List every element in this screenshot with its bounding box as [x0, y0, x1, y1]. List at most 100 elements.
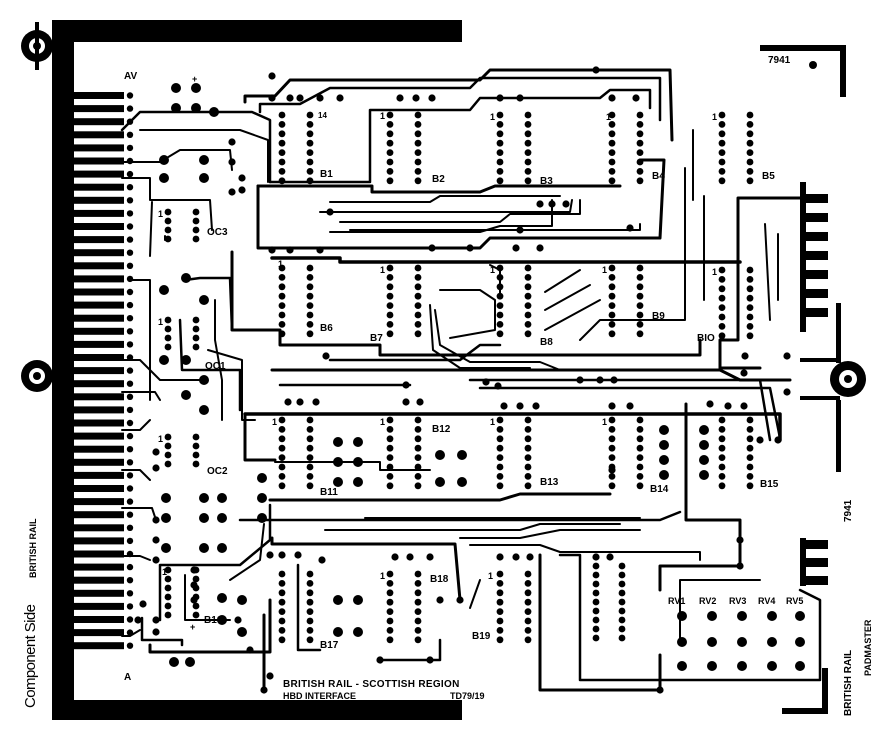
finger-pad — [126, 603, 134, 610]
pad — [548, 200, 556, 208]
edge-finger — [74, 616, 124, 623]
pad — [718, 435, 726, 443]
pad — [396, 94, 404, 102]
pad — [746, 177, 754, 185]
pad — [414, 580, 422, 587]
pad — [386, 435, 394, 443]
pad — [608, 321, 616, 328]
pad — [524, 321, 532, 328]
edge-finger — [74, 432, 124, 440]
pad — [767, 637, 777, 647]
edge-finger — [74, 458, 124, 466]
pad — [386, 598, 394, 606]
plus-mark: + — [192, 74, 198, 84]
pad — [228, 158, 236, 166]
pad — [428, 94, 436, 102]
pad — [608, 274, 616, 281]
pad — [164, 217, 172, 225]
finger-pad — [126, 367, 134, 374]
pad — [217, 513, 227, 523]
pad — [496, 454, 504, 461]
pad — [164, 451, 172, 459]
pad — [783, 388, 791, 396]
pad — [164, 226, 172, 234]
pad — [278, 598, 286, 606]
pad — [406, 553, 414, 561]
pin1-mark: 1 — [602, 265, 608, 275]
pad — [636, 274, 644, 281]
pad — [164, 593, 172, 601]
pad — [636, 435, 644, 443]
edge-label-av: AV — [124, 71, 138, 82]
edge-connector — [52, 20, 462, 720]
finger-pad — [126, 249, 134, 256]
pad — [386, 627, 394, 634]
pad — [426, 553, 434, 561]
pad — [592, 589, 600, 597]
pad — [524, 435, 532, 443]
pad — [306, 139, 314, 147]
pad — [312, 398, 320, 406]
pad — [159, 155, 169, 165]
pad — [482, 378, 490, 386]
pad — [746, 130, 754, 138]
pad — [152, 628, 160, 636]
pad — [257, 513, 267, 523]
british-rail-left: BRITISH RAIL — [28, 518, 38, 579]
pad — [164, 566, 172, 574]
pad — [536, 200, 544, 208]
pad — [169, 657, 179, 667]
pad — [636, 482, 644, 490]
edge-finger — [74, 183, 124, 191]
pad — [608, 264, 616, 272]
pad — [524, 111, 532, 119]
pad — [139, 600, 147, 608]
pad — [636, 321, 644, 328]
pad — [636, 264, 644, 272]
pad — [496, 274, 504, 281]
pad — [500, 402, 508, 410]
pad — [512, 244, 520, 252]
right-connector — [800, 182, 828, 586]
finger-pad — [126, 301, 134, 309]
pad — [524, 177, 532, 185]
pad — [217, 493, 227, 503]
pad — [266, 551, 274, 559]
pad — [306, 463, 314, 471]
finger-pad — [126, 446, 134, 453]
pad — [192, 208, 200, 216]
pad — [171, 103, 181, 113]
pad — [386, 292, 394, 300]
pin1-mark: 1 — [380, 111, 386, 121]
edge-finger — [74, 262, 124, 270]
pad — [494, 382, 502, 390]
pad — [278, 627, 286, 634]
pad — [164, 575, 172, 583]
pad — [740, 402, 748, 410]
pad — [316, 246, 324, 254]
board-title: BRITISH RAIL - SCOTTISH REGION — [283, 679, 460, 690]
pad — [466, 244, 474, 252]
label-b15: B15 — [760, 479, 779, 490]
pad — [306, 330, 314, 338]
pad — [278, 302, 286, 309]
pad — [636, 311, 644, 319]
pad — [618, 607, 626, 615]
pad — [278, 121, 286, 128]
pad — [386, 617, 394, 625]
pad — [496, 553, 504, 561]
pin1-mark: 1 — [278, 259, 284, 269]
pad — [656, 686, 664, 694]
pad — [636, 330, 644, 338]
pad — [524, 311, 532, 319]
pad — [192, 460, 200, 468]
pad — [278, 274, 286, 281]
pad — [134, 616, 142, 624]
pin1-mark: 1 — [158, 434, 164, 444]
pad — [414, 111, 422, 119]
pad — [268, 72, 276, 80]
pad — [783, 352, 791, 360]
pad — [636, 454, 644, 461]
pad — [718, 139, 726, 147]
pad — [268, 246, 276, 254]
